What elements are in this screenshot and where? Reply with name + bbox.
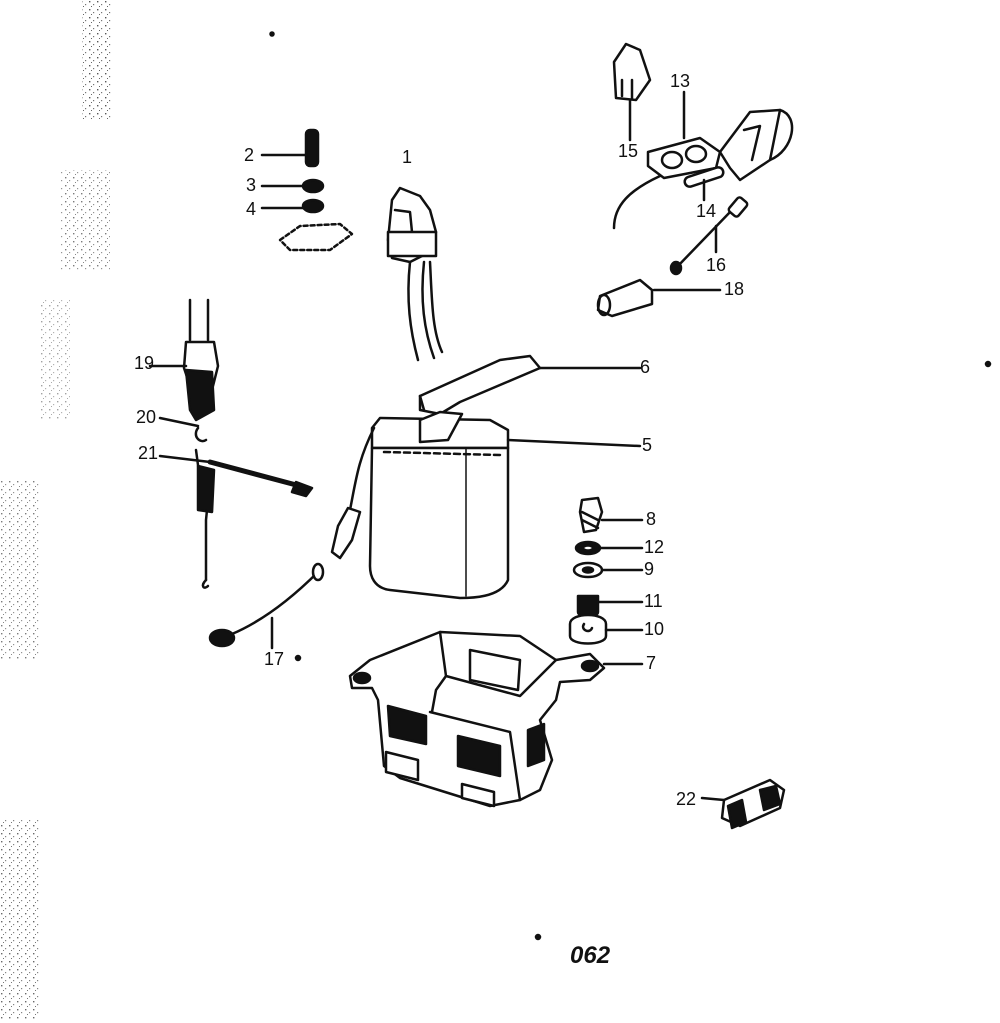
part-15-connector <box>612 42 652 142</box>
part-16-lead <box>669 196 749 276</box>
part-13-relay <box>612 90 794 230</box>
label-part-5: 5 <box>642 435 653 455</box>
part-1-switch <box>386 186 444 362</box>
part-14-fuse <box>683 166 725 202</box>
label-part-3: 3 <box>246 175 257 195</box>
label-part-14: 14 <box>696 201 717 221</box>
label-part-21: 21 <box>138 443 159 463</box>
part-21-cable <box>158 448 314 589</box>
label-part-17: 17 <box>264 649 285 669</box>
label-part-6: 6 <box>640 357 651 377</box>
part-11-spacer <box>576 594 644 618</box>
label-part-12: 12 <box>644 537 665 557</box>
label-part-16: 16 <box>706 255 727 275</box>
part-10-grommet <box>568 613 644 645</box>
label-part-7: 7 <box>646 653 657 673</box>
part-17-ground-strap <box>208 562 325 650</box>
label-part-8: 8 <box>646 509 657 529</box>
label-part-20: 20 <box>136 407 157 427</box>
label-part-11: 11 <box>644 591 663 611</box>
label-part-18: 18 <box>724 279 745 299</box>
part-3-washer <box>260 178 325 194</box>
label-part-1: 1 <box>402 147 413 167</box>
label-part-13: 13 <box>670 71 691 91</box>
part-22-fuse-holder <box>700 778 786 830</box>
part-5-battery <box>330 410 642 600</box>
part-7-tray <box>348 630 644 808</box>
part-9-washer <box>572 561 644 579</box>
part-4-washer <box>260 198 325 214</box>
label-part-9: 9 <box>644 559 655 579</box>
part-2-bolt <box>260 128 320 168</box>
bracket-plate <box>278 222 354 252</box>
part-18-cap <box>596 278 722 318</box>
page-number: 062 <box>570 942 611 969</box>
label-part-22: 22 <box>676 789 697 809</box>
label-part-4: 4 <box>246 199 257 219</box>
part-12-washer <box>574 540 644 556</box>
label-part-10: 10 <box>644 619 665 639</box>
part-8-bolt <box>578 496 644 534</box>
part-20-clip <box>158 416 208 443</box>
label-part-19: 19 <box>134 353 155 373</box>
part-19-switch <box>148 298 220 422</box>
part-6-strap <box>418 354 642 416</box>
label-part-2: 2 <box>244 145 255 165</box>
scan-noise-left <box>0 0 112 1020</box>
label-part-15: 15 <box>618 141 639 161</box>
